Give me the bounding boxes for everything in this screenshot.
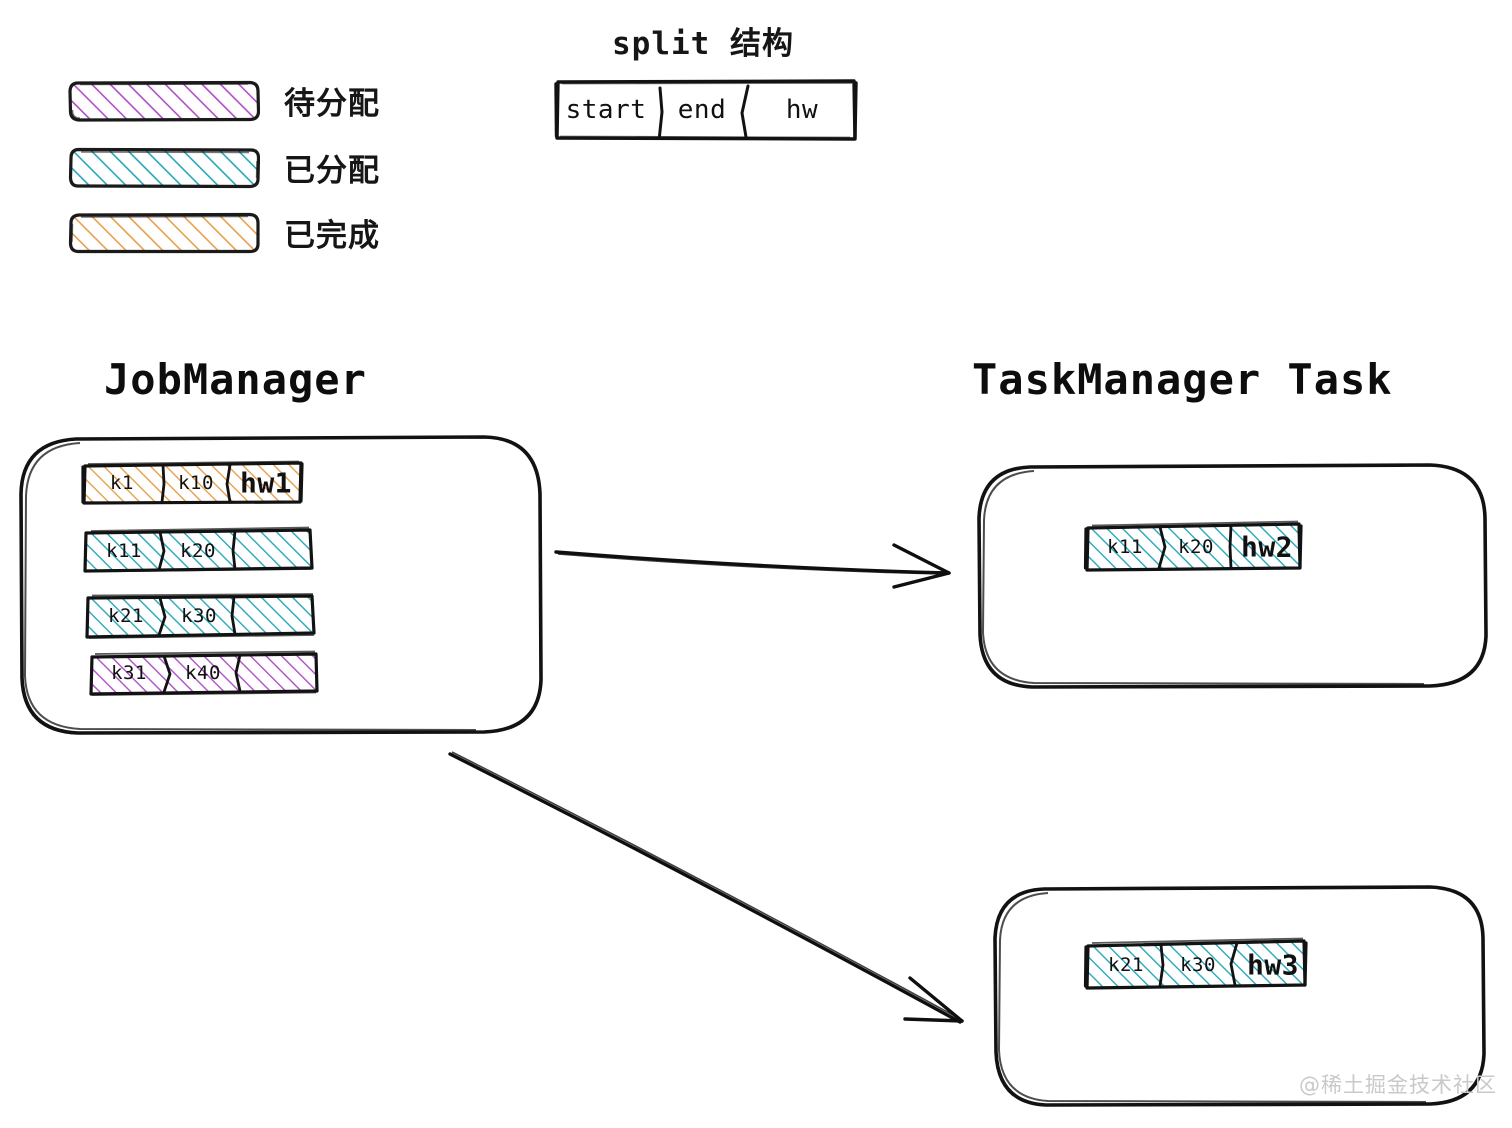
legend-label-completed: 已完成 xyxy=(284,218,380,254)
tm-1-split-hw: hw3 xyxy=(1246,948,1300,982)
tm-0-split-hw: hw2 xyxy=(1240,530,1294,564)
jm-split-0-hw: hw1 xyxy=(239,466,293,500)
tm-1-split-end: k30 xyxy=(1180,954,1216,976)
tm-1-split-start: k21 xyxy=(1108,954,1144,976)
split-structure-box: start end hw xyxy=(552,78,860,142)
jm-split-1-start: k11 xyxy=(106,540,142,562)
jm-split-0-start: k1 xyxy=(110,472,134,494)
jm-split-1-end: k20 xyxy=(180,540,216,562)
tm-0-split-end: k20 xyxy=(1178,536,1214,558)
jobmanager-title: JobManager xyxy=(104,355,367,404)
tm-0-split-start: k11 xyxy=(1107,536,1143,558)
jobmanager-split-1: k11 k20 xyxy=(82,525,314,573)
jm-split-2-end: k30 xyxy=(181,605,217,627)
struct-cell-hw: hw xyxy=(785,95,819,125)
jm-split-0-end: k10 xyxy=(178,472,214,494)
legend-item-allocated: 已分配 xyxy=(68,145,380,190)
legend-label-allocated: 已分配 xyxy=(284,153,380,189)
legend-label-pending: 待分配 xyxy=(284,86,380,122)
jobmanager-split-2: k21 k30 xyxy=(84,592,316,640)
legend-item-completed: 已完成 xyxy=(68,210,380,255)
struct-cell-end: end xyxy=(677,95,727,125)
jobmanager-split-0: k1 k10 hw1 xyxy=(80,459,304,505)
arrow-jm-to-tm-0 xyxy=(554,543,951,589)
legend-swatch-completed xyxy=(68,212,260,254)
jm-split-2-start: k21 xyxy=(108,605,144,627)
arrow-jm-to-tm-1 xyxy=(448,751,964,1024)
taskmanager-title: TaskManager Task xyxy=(972,355,1393,404)
watermark: @稀土掘金技术社区 xyxy=(1299,1073,1497,1097)
legend-swatch-allocated xyxy=(68,147,260,189)
jobmanager-split-3: k31 k40 xyxy=(88,650,320,696)
jm-split-3-end: k40 xyxy=(185,662,221,684)
split-structure-title: split 结构 xyxy=(612,26,794,62)
taskmanager-box-1 xyxy=(988,882,1490,1110)
taskmanager-0-split: k11 k20 hw2 xyxy=(1082,520,1304,572)
taskmanager-box-0 xyxy=(972,460,1492,692)
legend-swatch-pending xyxy=(68,80,260,122)
taskmanager-1-split: k21 k30 hw3 xyxy=(1082,936,1310,990)
struct-cell-start: start xyxy=(565,95,647,125)
jm-split-3-start: k31 xyxy=(111,662,147,684)
legend-item-pending: 待分配 xyxy=(68,78,380,123)
